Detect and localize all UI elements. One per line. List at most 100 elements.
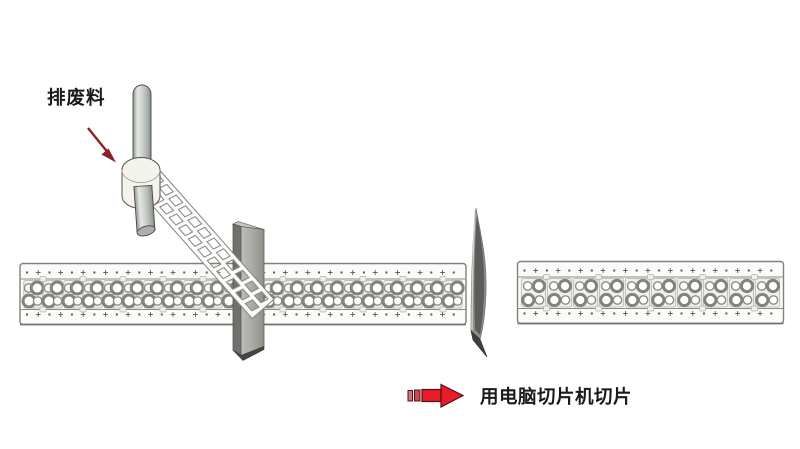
feed-rod-lower-body — [133, 184, 156, 233]
component-ring-small — [560, 295, 571, 305]
component-ring-small — [52, 296, 63, 306]
component-ring-small — [586, 295, 597, 305]
index-mark-dot — [523, 312, 526, 315]
cell-tab — [647, 274, 654, 280]
feed-rod-lower-cap — [136, 225, 156, 237]
component-ring-small — [452, 296, 463, 306]
cell-tab — [543, 305, 550, 312]
component-ring-large — [389, 280, 405, 296]
index-mark-dot — [205, 313, 208, 316]
index-mark-dot — [93, 271, 96, 274]
component-ring-small — [522, 281, 533, 291]
ladder-hole — [187, 234, 203, 247]
ladder-hole — [196, 226, 212, 239]
index-mark-dot — [385, 313, 388, 316]
annotation-arrow-icon — [87, 127, 116, 163]
index-mark-dot — [452, 271, 455, 274]
cell-tab — [647, 305, 654, 312]
cell-tab — [699, 305, 706, 312]
component-ring-large — [69, 280, 85, 296]
cell-tab — [319, 306, 327, 313]
index-mark-dot — [702, 269, 705, 272]
component-ring-small — [612, 295, 623, 305]
index-mark-dot — [295, 271, 298, 274]
ladder-hole — [206, 256, 222, 269]
caption-text: 用电脑切片机切片 — [480, 386, 632, 407]
component-ring-large — [309, 280, 325, 296]
component-ring-small — [192, 296, 203, 306]
index-mark-dot — [228, 313, 231, 316]
component-ring-large — [661, 278, 677, 294]
component-ring-small — [132, 296, 143, 306]
index-mark-dot — [407, 271, 410, 274]
separator-blade-tip — [470, 330, 488, 358]
index-mark-dot — [295, 313, 298, 316]
cell-tab — [279, 306, 287, 313]
index-mark-dot — [523, 269, 526, 272]
cell-tab — [39, 306, 47, 313]
index-mark-dot — [568, 312, 571, 315]
ladder-hole — [253, 291, 269, 304]
cell-tab — [359, 306, 367, 313]
ladder-hole — [234, 269, 250, 282]
index-mark-dot — [318, 313, 320, 316]
index-mark-dot — [273, 313, 276, 316]
component-ring-large — [729, 292, 744, 308]
index-mark-dot — [183, 313, 186, 316]
cell-tab — [751, 274, 758, 280]
component-ring-small — [152, 296, 163, 306]
cell-tab — [279, 276, 287, 282]
index-mark-dot — [747, 312, 750, 315]
index-mark-dot — [48, 313, 51, 316]
component-ring-large — [449, 280, 465, 296]
component-ring-small — [72, 296, 83, 306]
component-ring-large — [349, 280, 365, 296]
index-mark-dot — [340, 271, 343, 274]
component-ring-small — [412, 296, 423, 306]
cell-tab — [399, 276, 407, 282]
ladder-hole — [235, 288, 251, 301]
component-ring-small — [172, 296, 183, 306]
component-ring-small — [678, 281, 689, 291]
component-ring-large — [169, 280, 185, 296]
component-ring-large — [755, 292, 770, 308]
cell-tab — [543, 274, 550, 280]
cell-tab — [159, 276, 167, 282]
component-ring-large — [29, 280, 45, 296]
component-ring-large — [129, 280, 145, 296]
component-ring-large — [329, 280, 345, 296]
index-mark-dot — [138, 271, 141, 274]
sliced-strip-right — [516, 260, 785, 325]
component-ring-large — [713, 278, 729, 294]
ladder-hole — [168, 213, 184, 226]
index-mark-dot — [452, 313, 455, 316]
component-ring-large — [409, 280, 425, 296]
index-mark-dot — [340, 313, 343, 316]
component-ring-large — [635, 278, 651, 294]
index-mark-dot — [430, 271, 433, 274]
ladder-hole — [244, 280, 260, 293]
index-mark-dot — [635, 269, 638, 272]
component-ring-small — [534, 295, 545, 305]
component-ring-small — [730, 281, 741, 291]
index-mark-dot — [407, 313, 410, 316]
component-ring-small — [272, 296, 283, 306]
component-ring-large — [651, 292, 666, 308]
cell-tab — [39, 276, 47, 282]
component-ring-small — [352, 296, 363, 306]
cell-tab — [119, 306, 127, 313]
ladder-hole — [177, 205, 193, 218]
index-mark-dot — [160, 313, 163, 316]
index-mark-dot — [138, 313, 141, 316]
component-ring-small — [574, 281, 585, 291]
ladder-hole — [244, 299, 260, 312]
index-mark-dot — [318, 271, 320, 274]
cell-tab — [699, 274, 706, 280]
component-ring-small — [432, 296, 443, 306]
component-ring-large — [739, 278, 755, 294]
cell-tab — [751, 305, 758, 312]
component-ring-small — [768, 295, 779, 305]
component-ring-small — [638, 295, 649, 305]
component-ring-large — [289, 280, 305, 296]
